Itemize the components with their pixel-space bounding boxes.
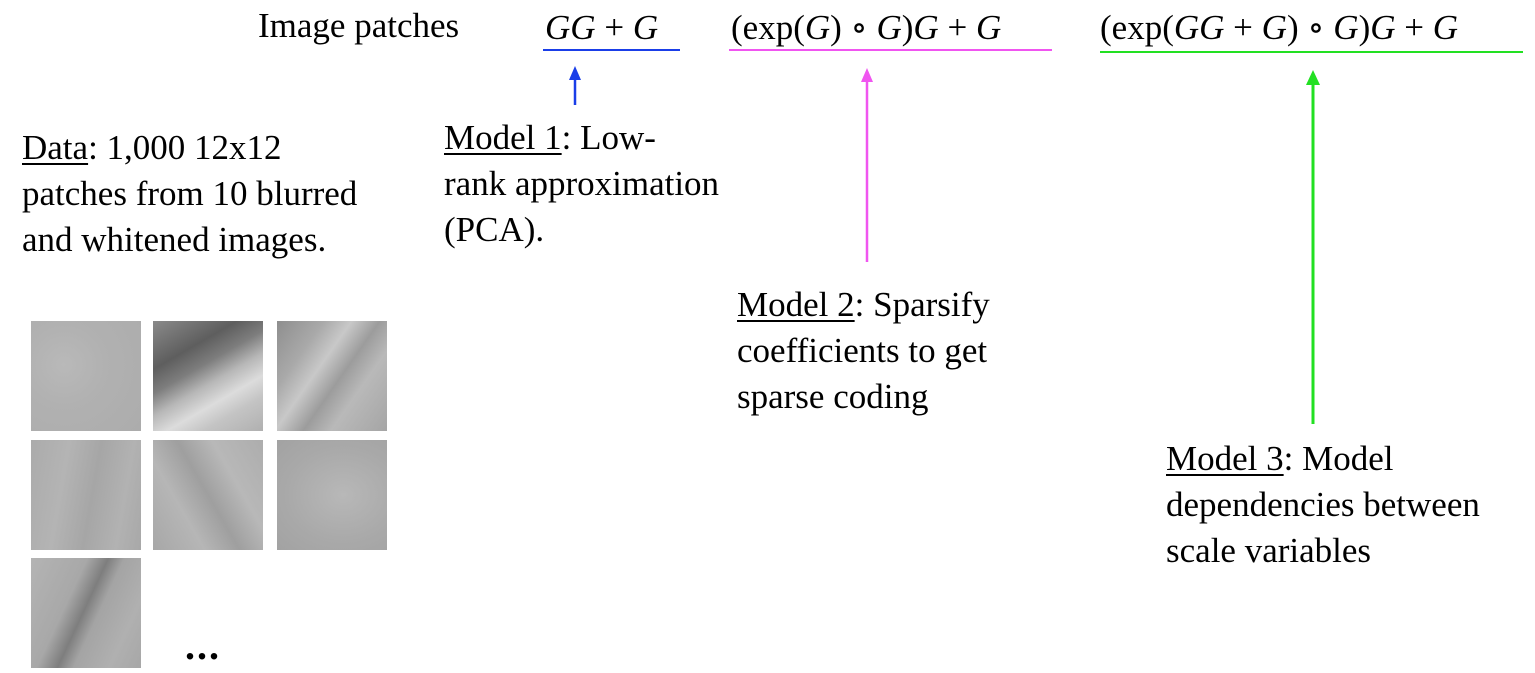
model-1-line-1: : Low-	[561, 118, 656, 157]
formula-3-part: G	[1370, 8, 1396, 47]
model-3-arrow-head	[1306, 70, 1320, 85]
image-patch	[277, 440, 387, 550]
data-line-2: patches from 10 blurred	[22, 174, 358, 213]
data-heading: Data	[22, 128, 89, 167]
model-3-heading: Model 3	[1166, 439, 1284, 478]
model-1-description: Model 1: Low- rank approximation (PCA).	[444, 115, 719, 253]
formula-2-part: G	[913, 8, 939, 47]
formula-model-3: (exp(GG + G) ∘ G)G + G	[1100, 8, 1458, 48]
model-1-arrow-head	[569, 66, 581, 80]
model-3-line-3: scale variables	[1166, 531, 1372, 570]
formula-3-part: )	[1358, 8, 1371, 47]
model-3-description: Model 3: Model dependencies between scal…	[1166, 436, 1480, 574]
image-patch	[153, 440, 263, 550]
image-patch	[31, 321, 141, 431]
formula-3-part: (exp(	[1100, 8, 1174, 47]
data-description: Data: 1,000 12x12 patches from 10 blurre…	[22, 125, 357, 263]
formula-model-1: GG + G	[545, 8, 658, 48]
image-patches-title: Image patches	[258, 6, 460, 45]
formula-3-part: +	[1224, 8, 1262, 47]
formula-1-term: G	[632, 8, 659, 47]
formula-2-part: G	[804, 8, 831, 47]
formula-3-part: G	[1432, 8, 1459, 47]
model-2-arrow-head	[861, 68, 873, 82]
formula-1-term: GG	[545, 8, 596, 47]
image-patch	[277, 321, 387, 431]
model-2-description: Model 2: Sparsify coefficients to get sp…	[737, 282, 990, 420]
model-1-line-2: rank approximation	[444, 164, 720, 203]
formula-2-part: ) ∘	[830, 8, 877, 47]
image-patch	[31, 558, 141, 668]
formula-3-part: GG	[1173, 8, 1225, 47]
model-2-heading: Model 2	[737, 285, 855, 324]
data-line-3: and whitened images.	[22, 220, 327, 259]
data-line-1: : 1,000 12x12	[88, 128, 282, 167]
formula-2-part: G	[975, 8, 1002, 47]
image-patch	[31, 440, 141, 550]
formula-3-part: G	[1333, 8, 1359, 47]
formula-2-part: (exp(	[731, 8, 805, 47]
formula-2-part: )	[901, 8, 914, 47]
model-3-line-2: dependencies between	[1166, 485, 1480, 524]
formula-3-part: G	[1261, 8, 1287, 47]
model-3-line-1: : Model	[1283, 439, 1394, 478]
formula-model-2: (exp(G) ∘ G)G + G	[731, 8, 1001, 48]
model-1-line-3: (PCA).	[444, 210, 545, 249]
formula-2-part: G	[876, 8, 902, 47]
formula-3-part: ) ∘	[1286, 8, 1334, 47]
ellipsis: ...	[185, 623, 221, 668]
formula-3-part: +	[1395, 8, 1433, 47]
image-patch	[153, 321, 263, 431]
formula-1-op: +	[595, 8, 633, 47]
model-2-line-2: coefficients to get	[737, 331, 988, 370]
model-2-line-1: : Sparsify	[854, 285, 990, 324]
formula-2-part: +	[938, 8, 976, 47]
model-1-heading: Model 1	[444, 118, 562, 157]
model-2-line-3: sparse coding	[737, 377, 929, 416]
